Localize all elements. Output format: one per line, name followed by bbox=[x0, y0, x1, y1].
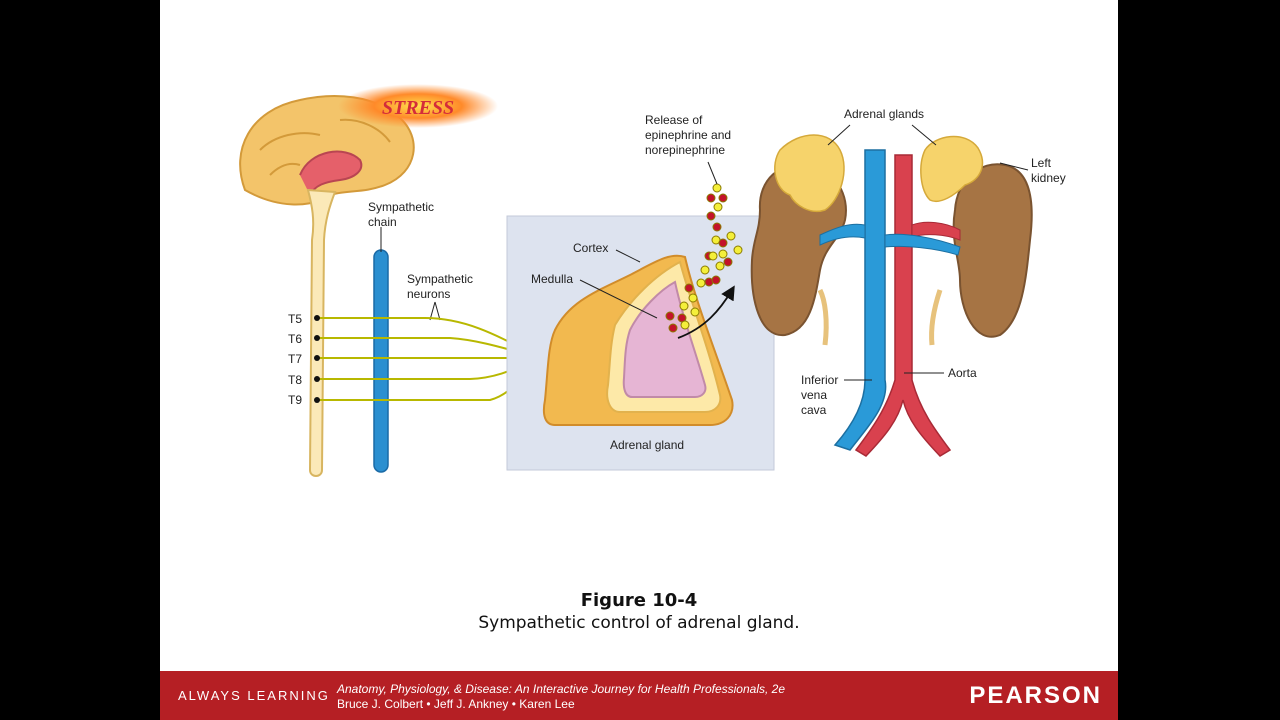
ivc-label-line-2: vena bbox=[801, 388, 827, 402]
left-renal-vein bbox=[884, 233, 961, 256]
pearson-logo: PEARSON bbox=[969, 682, 1102, 709]
vertebra-label-t7: T7 bbox=[288, 352, 302, 366]
always-learning-text: ALWAYS LEARNING bbox=[178, 688, 330, 703]
left-renal-artery bbox=[911, 221, 961, 241]
neurons-leader-line bbox=[429, 301, 441, 321]
release-label: Release of epinephrine and norepinephrin… bbox=[645, 113, 734, 157]
chain-label-line-2: chain bbox=[368, 215, 397, 229]
kidneys-and-vessels bbox=[750, 134, 1033, 457]
figure-number: Figure 10-4 bbox=[580, 590, 698, 611]
nerve-origin-dots bbox=[314, 315, 320, 403]
release-label-line-1: Release of bbox=[645, 113, 703, 127]
ivc-label: Inferior vena cava bbox=[801, 373, 842, 417]
cortex-leader-line bbox=[615, 249, 641, 263]
medulla-label: Medulla bbox=[531, 272, 573, 286]
vertebra-label-t6: T6 bbox=[288, 332, 302, 346]
adrenal-glands-leader-1 bbox=[827, 124, 851, 146]
right-renal-vein bbox=[819, 223, 866, 246]
left-kidney-leader bbox=[999, 162, 1029, 171]
book-authors: Bruce J. Colbert • Jeff J. Ankney • Kare… bbox=[337, 697, 575, 711]
release-label-line-3: norepinephrine bbox=[645, 143, 725, 157]
adrenal-cross-section bbox=[506, 215, 775, 471]
left-adrenal-gland bbox=[920, 135, 984, 202]
left-kidney-label: Left kidney bbox=[1031, 156, 1066, 185]
adrenal-glands-leader-2 bbox=[911, 124, 937, 146]
adrenal-glands-label: Adrenal glands bbox=[844, 107, 924, 121]
neurons-label-line-1: Sympathetic bbox=[407, 272, 473, 286]
ivc-label-line-3: cava bbox=[801, 403, 827, 417]
left-kidney-label-line-2: kidney bbox=[1031, 171, 1066, 185]
slide: STRESS Sympathetic chain Sympathetic neu… bbox=[160, 0, 1118, 720]
medulla-leader-line bbox=[579, 279, 658, 319]
right-ureter bbox=[817, 288, 829, 346]
spinal-cord bbox=[306, 188, 337, 477]
aorta bbox=[854, 154, 952, 457]
left-ureter bbox=[929, 289, 943, 346]
chain-label-line-1: Sympathetic bbox=[368, 200, 434, 214]
adrenal-diagram: STRESS Sympathetic chain Sympathetic neu… bbox=[239, 84, 1066, 477]
release-label-line-2: epinephrine and bbox=[645, 128, 731, 142]
inferior-vena-cava bbox=[833, 149, 887, 451]
vertebra-label-t9: T9 bbox=[288, 393, 302, 407]
book-title: Anatomy, Physiology, & Disease: An Inter… bbox=[337, 682, 785, 696]
aorta-label: Aorta bbox=[948, 366, 977, 380]
ivc-label-line-1: Inferior bbox=[801, 373, 838, 387]
left-kidney-label-line-1: Left bbox=[1031, 156, 1052, 170]
release-leader-line bbox=[707, 161, 718, 185]
footer-bar: ALWAYS LEARNING Anatomy, Physiology, & D… bbox=[160, 671, 1118, 720]
figure-caption: Sympathetic control of adrenal gland. bbox=[478, 613, 800, 633]
vertebra-labels: T5 T6 T7 T8 T9 bbox=[288, 312, 302, 407]
vertebra-label-t8: T8 bbox=[288, 373, 302, 387]
adrenal-gland-label: Adrenal gland bbox=[610, 438, 684, 452]
sympathetic-neurons-label: Sympathetic neurons bbox=[407, 272, 476, 301]
right-adrenal-gland bbox=[774, 134, 845, 212]
sympathetic-chain-label: Sympathetic chain bbox=[368, 200, 437, 229]
vertebra-label-t5: T5 bbox=[288, 312, 302, 326]
sympathetic-chain bbox=[373, 249, 389, 473]
neurons-label-line-2: neurons bbox=[407, 287, 450, 301]
stress-label: STRESS bbox=[382, 97, 454, 119]
cortex-label: Cortex bbox=[573, 241, 608, 255]
stress-burst: STRESS bbox=[338, 84, 498, 128]
left-kidney bbox=[952, 163, 1033, 338]
release-arrow bbox=[677, 285, 735, 339]
